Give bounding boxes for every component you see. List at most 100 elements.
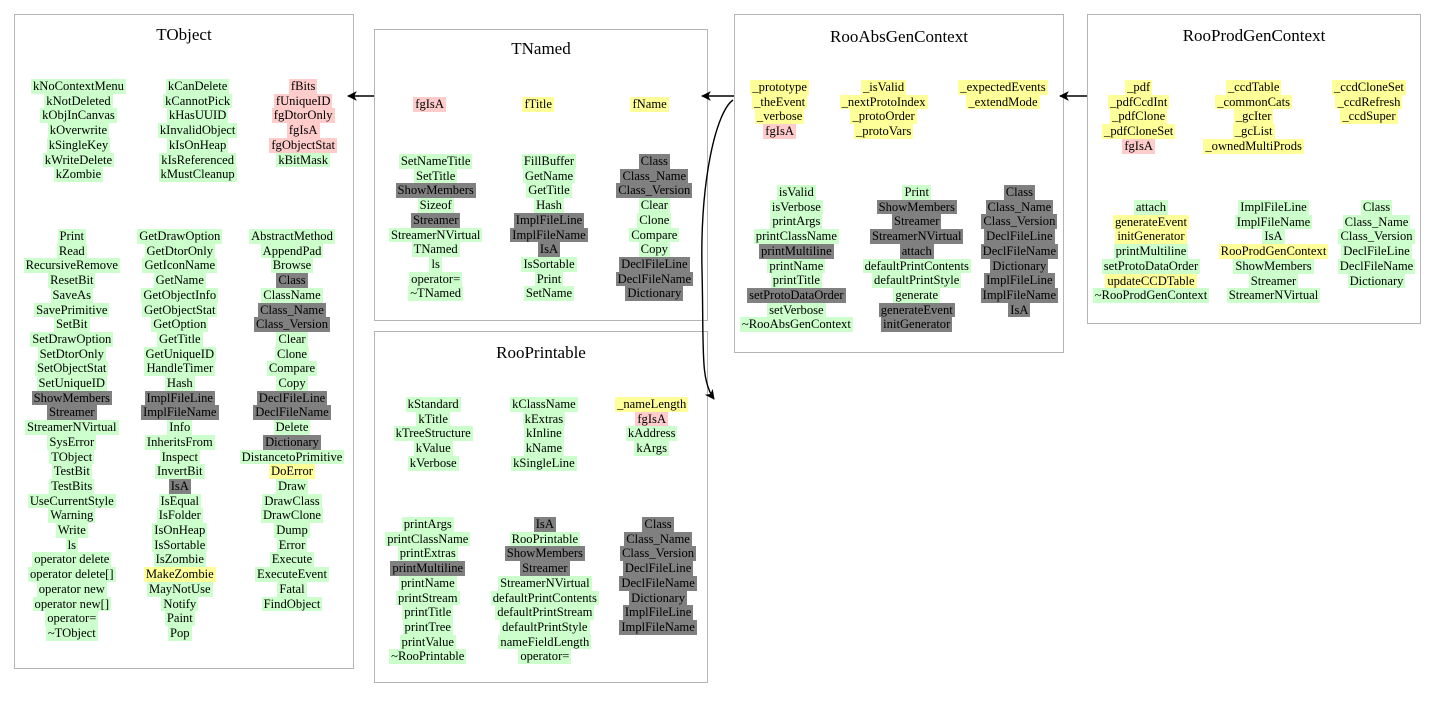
- class-member[interactable]: ImplFileLine: [513, 212, 585, 228]
- class-member[interactable]: kCanDelete: [165, 79, 230, 94]
- class-member[interactable]: Clear: [276, 331, 308, 347]
- class-member[interactable]: printValue: [399, 634, 456, 650]
- class-member[interactable]: Class_Version: [253, 317, 331, 332]
- class-member[interactable]: RooProdGenContext: [1218, 244, 1329, 259]
- class-member[interactable]: InvertBit: [155, 464, 205, 479]
- class-member[interactable]: fgIsA: [1122, 138, 1155, 154]
- class-member[interactable]: ClassName: [261, 287, 323, 303]
- class-member[interactable]: Class: [276, 273, 308, 288]
- class-member[interactable]: ImplFileName: [141, 405, 219, 421]
- class-member[interactable]: Clone: [274, 346, 310, 362]
- class-member[interactable]: StreamerNVirtual: [25, 420, 119, 435]
- class-member[interactable]: _ccdRefresh: [1335, 94, 1403, 110]
- class-member[interactable]: DoError: [269, 464, 315, 479]
- class-member[interactable]: _ccdCloneSet: [1331, 80, 1406, 95]
- class-member[interactable]: Class_Version: [981, 214, 1058, 230]
- class-member[interactable]: FillBuffer: [521, 154, 577, 169]
- class-member[interactable]: ImplFileName: [980, 287, 1059, 303]
- class-member[interactable]: printTree: [402, 619, 453, 635]
- class-member[interactable]: kSingleKey: [46, 137, 111, 153]
- class-member[interactable]: DeclFileName: [1337, 258, 1416, 274]
- class-member[interactable]: Streamer: [892, 214, 942, 230]
- class-member[interactable]: Dictionary: [1347, 273, 1406, 289]
- class-member[interactable]: FindObject: [261, 596, 323, 612]
- class-member[interactable]: Print: [534, 271, 564, 287]
- class-member[interactable]: nameFieldLength: [498, 634, 592, 650]
- class-member[interactable]: Print: [57, 229, 87, 244]
- class-member[interactable]: SysError: [47, 434, 97, 450]
- class-member[interactable]: GetName: [153, 273, 206, 288]
- class-member[interactable]: IsFolder: [156, 508, 203, 524]
- class-member[interactable]: DrawClone: [260, 508, 324, 524]
- class-member[interactable]: fBits: [288, 79, 318, 94]
- class-member[interactable]: kAddress: [625, 426, 678, 442]
- class-member[interactable]: _nameLength: [615, 397, 689, 412]
- class-member[interactable]: DeclFileName: [619, 575, 697, 591]
- class-member[interactable]: StreamerNVirtual: [870, 229, 964, 244]
- class-member[interactable]: IsSortable: [152, 537, 208, 553]
- class-member[interactable]: DeclFileLine: [622, 561, 694, 576]
- class-member[interactable]: defaultPrintContents: [490, 590, 599, 606]
- class-member[interactable]: attach: [1133, 200, 1168, 215]
- class-member[interactable]: MakeZombie: [143, 567, 216, 582]
- class-member[interactable]: setProtoDataOrder: [1101, 258, 1201, 274]
- class-member[interactable]: ~RooProdGenContext: [1092, 288, 1210, 303]
- class-member[interactable]: _nextProtoIndex: [839, 94, 928, 110]
- class-member[interactable]: _gcIter: [1233, 109, 1274, 125]
- class-member[interactable]: Dictionary: [990, 258, 1049, 274]
- class-member[interactable]: GetTitle: [526, 183, 572, 199]
- class-member[interactable]: Compare: [629, 227, 680, 243]
- class-member[interactable]: setProtoDataOrder: [747, 287, 846, 303]
- class-member[interactable]: AppendPad: [260, 243, 324, 259]
- class-member[interactable]: Inspect: [159, 449, 200, 465]
- class-member[interactable]: _isValid: [860, 80, 907, 95]
- class-member[interactable]: TObject: [49, 449, 95, 465]
- class-member[interactable]: _verbose: [754, 109, 805, 125]
- class-member[interactable]: _pdf: [1125, 80, 1153, 95]
- class-member[interactable]: IsOnHeap: [152, 523, 208, 538]
- class-member[interactable]: printExtras: [397, 546, 458, 562]
- class-member[interactable]: IsEqual: [158, 493, 202, 509]
- class-member[interactable]: RecursiveRemove: [23, 258, 120, 274]
- class-member[interactable]: generateEvent: [878, 302, 955, 318]
- class-member[interactable]: SavePrimitive: [34, 302, 110, 318]
- class-member[interactable]: Warning: [48, 508, 96, 524]
- class-member[interactable]: Dictionary: [625, 286, 684, 302]
- class-member[interactable]: InheritsFrom: [144, 434, 215, 450]
- class-member[interactable]: printName: [398, 575, 457, 591]
- class-member[interactable]: printMultiline: [1113, 244, 1189, 259]
- class-member[interactable]: GetObjectInfo: [141, 287, 219, 303]
- class-member[interactable]: _prototype: [750, 80, 809, 95]
- class-member[interactable]: defaultPrintContents: [862, 258, 971, 274]
- class-member[interactable]: Sizeof: [417, 198, 454, 213]
- class-member[interactable]: kMustCleanup: [158, 167, 237, 182]
- class-member[interactable]: DeclFileLine: [1341, 244, 1412, 259]
- class-member[interactable]: SetObjectStat: [35, 361, 109, 377]
- class-member[interactable]: printArgs: [401, 517, 454, 532]
- class-member[interactable]: fgIsA: [413, 97, 446, 112]
- class-member[interactable]: Class_Version: [1338, 229, 1415, 245]
- class-member[interactable]: printMultiline: [390, 561, 466, 576]
- class-member[interactable]: Class_Version: [620, 546, 697, 562]
- class-member[interactable]: DeclFileLine: [984, 229, 1055, 244]
- class-member[interactable]: ls: [65, 537, 78, 553]
- class-member[interactable]: GetObjectStat: [142, 302, 218, 318]
- class-member[interactable]: Dictionary: [629, 590, 687, 606]
- class-member[interactable]: fName: [630, 97, 669, 112]
- class-member[interactable]: kValue: [413, 441, 453, 456]
- class-member[interactable]: Read: [56, 243, 87, 259]
- class-member[interactable]: kNoContextMenu: [30, 79, 126, 94]
- class-member[interactable]: IsA: [168, 478, 191, 494]
- class-member[interactable]: printMultiline: [759, 243, 834, 259]
- class-member[interactable]: GetIconName: [142, 258, 218, 274]
- class-member[interactable]: ShowMembers: [31, 390, 112, 406]
- class-member[interactable]: defaultPrintStyle: [500, 619, 590, 635]
- class-member[interactable]: _ccdTable: [1225, 80, 1282, 95]
- class-member[interactable]: DrawClass: [262, 493, 322, 509]
- class-member[interactable]: ExecuteEvent: [255, 567, 329, 582]
- class-member[interactable]: Streamer: [410, 212, 461, 228]
- class-member[interactable]: SetTitle: [413, 168, 458, 184]
- class-member[interactable]: defaultPrintStyle: [872, 273, 962, 288]
- class-member[interactable]: StreamerNVirtual: [498, 575, 592, 591]
